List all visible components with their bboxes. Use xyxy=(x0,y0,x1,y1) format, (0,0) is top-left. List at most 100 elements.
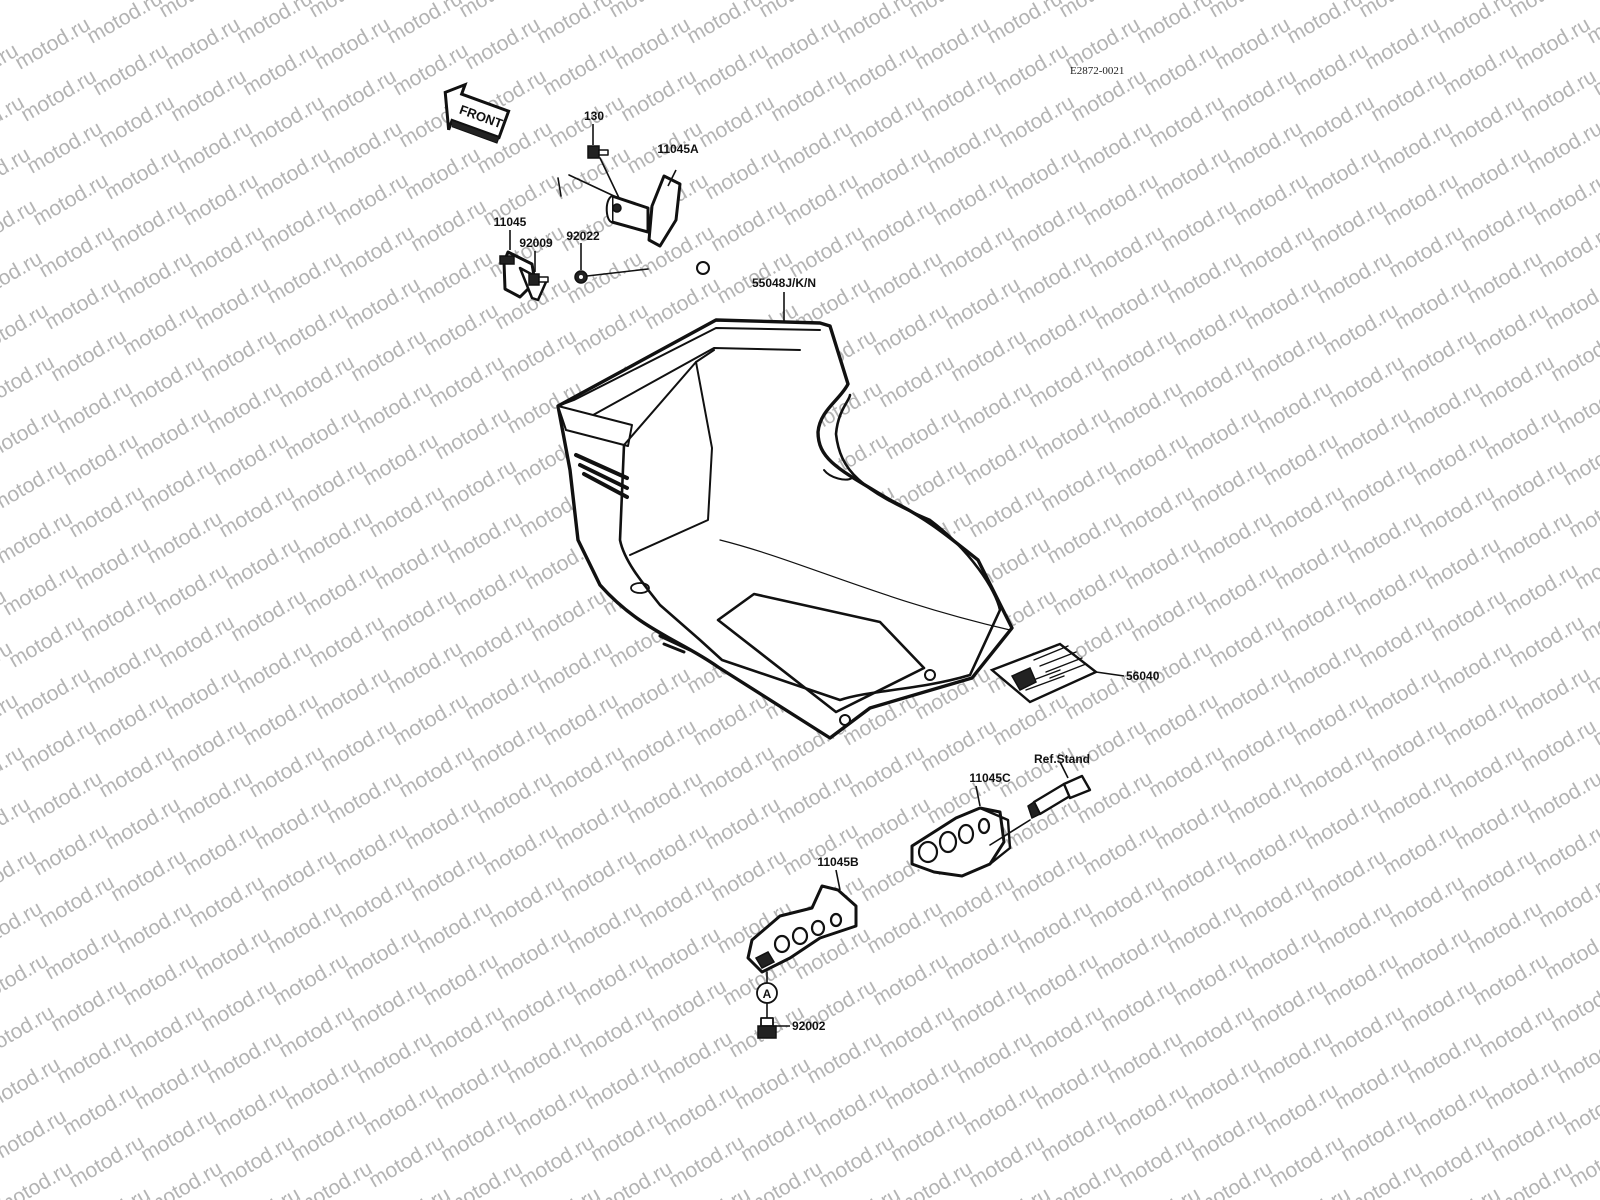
watermark-text: motod.ru xyxy=(845,741,928,802)
watermark-text: motod.ru xyxy=(137,455,220,516)
bolt-130 xyxy=(587,124,609,159)
watermark-text: motod.ru xyxy=(989,39,1072,100)
watermark-text: motod.ru xyxy=(569,299,652,360)
watermark-text: motod.ru xyxy=(1073,767,1156,828)
watermark-text: motod.ru xyxy=(929,169,1012,230)
watermark-text: motod.ru xyxy=(1505,611,1588,672)
watermark-text: motod.ru xyxy=(1445,741,1528,802)
watermark-text: motod.ru xyxy=(1001,143,1084,204)
watermark-text: motod.ru xyxy=(167,65,250,126)
watermark-text: motod.ru xyxy=(1547,975,1600,1036)
watermark-text: motod.ru xyxy=(659,1079,742,1140)
watermark-text: motod.ru xyxy=(233,637,316,698)
watermark-text: motod.ru xyxy=(1211,663,1294,724)
watermark-text: motod.ru xyxy=(1289,39,1372,100)
watermark-text: motod.ru xyxy=(593,1157,676,1200)
watermark-text: motod.ru xyxy=(1175,351,1258,412)
watermark-text: motod.ru xyxy=(1031,1053,1114,1114)
watermark-text: motod.ru xyxy=(1481,1053,1564,1114)
watermark-text: motod.ru xyxy=(1013,247,1096,308)
watermark-text: motod.ru xyxy=(1487,455,1570,516)
callout-55048: 55048J/K/N xyxy=(752,276,816,290)
watermark-text: motod.ru xyxy=(1133,637,1216,698)
watermark-text: motod.ru xyxy=(851,143,934,204)
watermark-text: motod.ru xyxy=(1241,273,1324,334)
watermark-text: motod.ru xyxy=(509,1079,592,1140)
watermark-text: motod.ru xyxy=(137,1105,220,1166)
watermark-text: motod.ru xyxy=(947,975,1030,1036)
watermark-text: motod.ru xyxy=(443,507,526,568)
watermark-text: motod.ru xyxy=(617,65,700,126)
watermark-text: motod.ru xyxy=(1307,845,1390,906)
bolt-92009 xyxy=(528,251,549,286)
watermark-text: motod.ru xyxy=(1319,949,1402,1010)
watermark-text: motod.ru xyxy=(1511,13,1594,74)
watermark-text: motod.ru xyxy=(59,1079,142,1140)
watermark-text: motod.ru xyxy=(539,689,622,750)
watermark-text: motod.ru xyxy=(0,507,76,568)
watermark-text: motod.ru xyxy=(707,845,790,906)
watermark-text: motod.ru xyxy=(35,871,118,932)
watermark-text: motod.ru xyxy=(1079,819,1162,880)
watermark-text: motod.ru xyxy=(443,1157,526,1200)
watermark-text: motod.ru xyxy=(0,559,82,620)
watermark-text: motod.ru xyxy=(869,949,952,1010)
watermark-text: motod.ru xyxy=(1433,0,1516,48)
watermark-text: motod.ru xyxy=(1553,1027,1600,1088)
watermark-text: motod.ru xyxy=(1337,1105,1420,1166)
watermark-text: motod.ru xyxy=(1511,663,1594,724)
watermark-text: motod.ru xyxy=(1559,429,1600,490)
watermark-text: motod.ru xyxy=(1313,247,1396,308)
watermark-text: motod.ru xyxy=(1187,455,1270,516)
watermark-text: motod.ru xyxy=(1253,377,1336,438)
watermark-text: motod.ru xyxy=(689,39,772,100)
watermark-text: motod.ru xyxy=(365,1131,448,1192)
watermark-text: motod.ru xyxy=(503,1027,586,1088)
watermark-text: motod.ru xyxy=(941,923,1024,984)
watermark-text: motod.ru xyxy=(119,949,202,1010)
watermark-text: motod.ru xyxy=(1343,1157,1426,1200)
watermark-text: motod.ru xyxy=(911,13,994,74)
watermark-text: motod.ru xyxy=(1487,1105,1570,1166)
watermark-text: motod.ru xyxy=(53,1027,136,1088)
watermark-text: motod.ru xyxy=(1301,793,1384,854)
watermark-text: motod.ru xyxy=(251,143,334,204)
watermark-text: motod.ru xyxy=(875,1001,958,1062)
watermark-text: motod.ru xyxy=(1037,455,1120,516)
watermark-text: motod.ru xyxy=(1133,0,1216,48)
watermark-text: motod.ru xyxy=(1325,351,1408,412)
watermark-text: motod.ru xyxy=(1271,533,1354,594)
watermark-text: motod.ru xyxy=(875,351,958,412)
watermark-text: motod.ru xyxy=(959,429,1042,490)
watermark-text: motod.ru xyxy=(779,169,862,230)
watermark-text: motod.ru xyxy=(935,871,1018,932)
watermark-text: motod.ru xyxy=(1217,715,1300,776)
watermark-text: motod.ru xyxy=(953,377,1036,438)
watermark-text: motod.ru xyxy=(1361,663,1444,724)
watermark-text: motod.ru xyxy=(1427,585,1510,646)
watermark-text: motod.ru xyxy=(611,663,694,724)
callout-ref-stand: Ref.Stand xyxy=(1034,752,1090,766)
watermark-text: motod.ru xyxy=(515,1131,598,1192)
watermark-text: motod.ru xyxy=(1265,481,1348,542)
watermark-text: motod.ru xyxy=(863,247,946,308)
watermark-text: motod.ru xyxy=(1523,767,1600,828)
watermark-text: motod.ru xyxy=(1085,871,1168,932)
watermark-text: motod.ru xyxy=(173,117,256,178)
watermark-text: motod.ru xyxy=(1373,767,1456,828)
watermark-text: motod.ru xyxy=(701,143,784,204)
watermark-text: motod.ru xyxy=(1049,559,1132,620)
watermark-text: motod.ru xyxy=(1367,65,1450,126)
watermark-text: motod.ru xyxy=(0,299,52,360)
watermark-text: motod.ru xyxy=(17,715,100,776)
watermark-text: motod.ru xyxy=(317,715,400,776)
watermark-text: motod.ru xyxy=(1121,533,1204,594)
watermark-text: motod.ru xyxy=(1193,1157,1276,1200)
watermark-text: motod.ru xyxy=(41,923,124,984)
watermark-text: motod.ru xyxy=(491,923,574,984)
watermark-text: motod.ru xyxy=(1403,377,1486,438)
watermark-text: motod.ru xyxy=(1007,195,1090,256)
watermark-text: motod.ru xyxy=(965,481,1048,542)
watermark-text: motod.ru xyxy=(221,533,304,594)
watermark-text: motod.ru xyxy=(209,1079,292,1140)
